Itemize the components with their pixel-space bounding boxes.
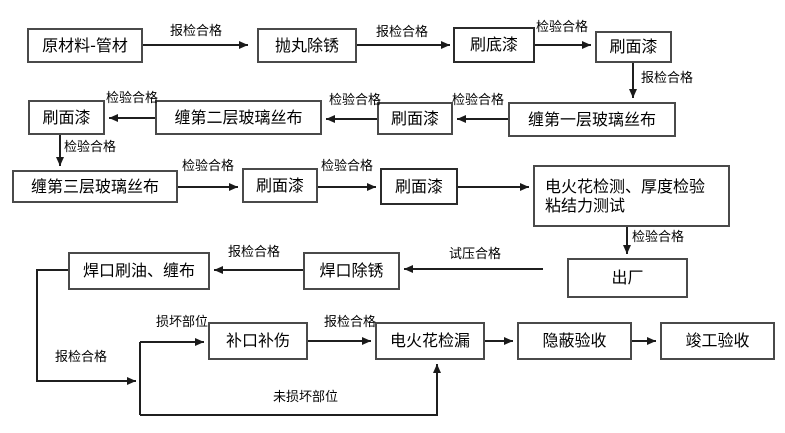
node-raw-material: 原材料-管材 [27, 28, 143, 63]
node-wrap-layer-1: 缠第一层玻璃丝布 [508, 102, 676, 137]
node-top-coat-5: 刷面漆 [380, 168, 458, 205]
edge-label-blast-to-primer: 报检合格 [376, 25, 429, 40]
edge-label-wrap1-to-topcoat2: 检验合格 [452, 93, 505, 108]
edge-label-weld-derust-to-oil-wrap: 报检合格 [228, 245, 281, 260]
node-top-coat-4: 刷面漆 [242, 168, 318, 203]
edge-label-wrap2-to-topcoat3: 检验合格 [106, 91, 159, 106]
edge-label-wrap3-to-topcoat4: 检验合格 [182, 159, 235, 174]
node-completion-acceptance: 竣工验收 [660, 322, 775, 360]
node-spark-leak-test: 电火花检漏 [375, 322, 485, 360]
node-wrap-layer-3: 缠第三层玻璃丝布 [12, 170, 178, 203]
edge-label-sparktest-to-factory: 检验合格 [632, 230, 685, 245]
node-top-coat-2: 刷面漆 [377, 102, 453, 135]
edge-label-oil-wrap-loop: 报检合格 [55, 350, 108, 365]
node-top-coat-3: 刷面漆 [28, 100, 105, 135]
edge-label-damaged-branch: 损坏部位 [156, 315, 209, 330]
node-spark-thickness-test: 电火花检测、厚度检验 粘结力测试 [533, 165, 730, 227]
edge-label-topcoat4-to-topcoat5: 检验合格 [321, 159, 374, 174]
node-top-coat-1: 刷面漆 [595, 31, 672, 63]
edge-label-primer-to-topcoat1: 检验合格 [536, 20, 589, 35]
node-spark-thickness-test-line1: 电火花检测、厚度检验 [545, 176, 706, 196]
edge-label-repair-to-leak-test: 报检合格 [324, 315, 377, 330]
node-weld-joint-derust: 焊口除锈 [303, 252, 400, 290]
node-primer-coat: 刷底漆 [453, 27, 535, 63]
edge-label-topcoat3-to-wrap3: 检验合格 [64, 140, 117, 155]
edge-label-undamaged-branch: 未损坏部位 [273, 390, 339, 405]
node-concealed-acceptance: 隐蔽验收 [517, 322, 632, 360]
node-leave-factory: 出厂 [567, 258, 688, 298]
edge-label-topcoat1-to-wrap1: 报检合格 [641, 71, 694, 86]
node-wrap-layer-2: 缠第二层玻璃丝布 [155, 100, 322, 135]
node-shot-blasting: 抛丸除锈 [257, 28, 357, 63]
node-joint-repair: 补口补伤 [208, 322, 308, 360]
edge-label-raw-to-blast: 报检合格 [170, 24, 223, 39]
edge-label-pressure-to-weld-derust: 试压合格 [449, 247, 502, 262]
edge-label-topcoat2-to-wrap2: 检验合格 [329, 93, 382, 108]
node-weld-joint-oil-wrap: 焊口刷油、缠布 [68, 252, 210, 290]
node-spark-thickness-test-line2: 粘结力测试 [545, 196, 626, 215]
